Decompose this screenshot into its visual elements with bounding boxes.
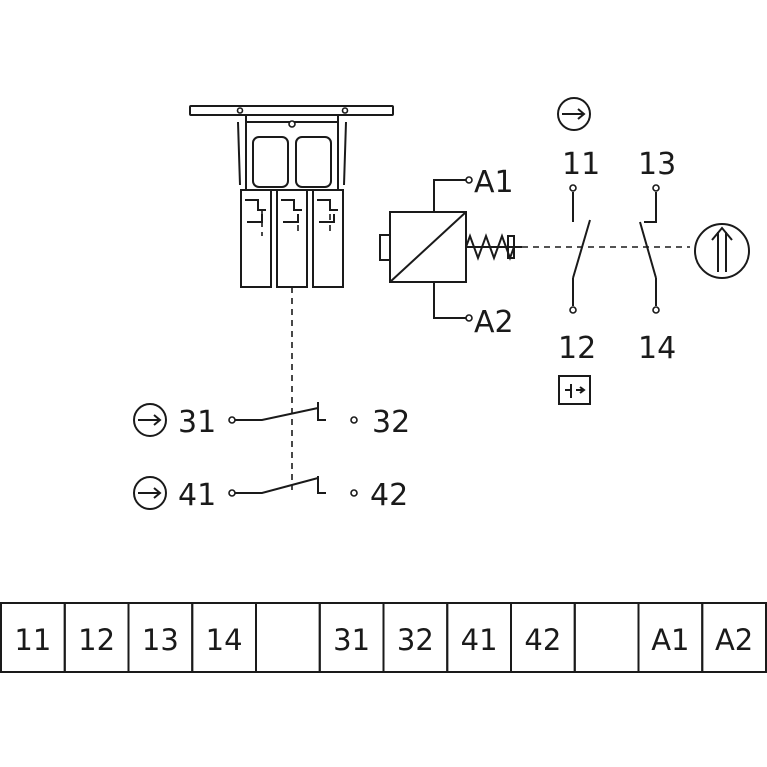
- delay-symbol-icon: [558, 375, 591, 405]
- terminal-label: 41: [461, 623, 498, 657]
- solenoid-coil: [379, 176, 690, 322]
- terminal-strip: 11 12 13 14 31 32 41 42 A1 A2: [0, 602, 767, 673]
- terminal-label: A2: [715, 623, 753, 657]
- label-32: 32: [372, 405, 410, 440]
- label-31: 31: [178, 405, 216, 440]
- terminal-cell: [573, 602, 640, 673]
- label-11: 11: [562, 147, 600, 182]
- label-12: 12: [558, 331, 596, 366]
- label-41: 41: [178, 478, 216, 513]
- terminal-label: 13: [142, 623, 179, 657]
- terminal-label: 31: [333, 623, 370, 657]
- label-13: 13: [638, 147, 676, 182]
- terminal-label: 11: [14, 623, 51, 657]
- label-a2: A2: [474, 305, 514, 340]
- terminal-label: A1: [651, 623, 689, 657]
- aux-contact-31-32: [133, 402, 358, 437]
- label-42: 42: [370, 478, 408, 513]
- switch-body-drawing: [189, 105, 394, 288]
- terminal-label: 32: [397, 623, 434, 657]
- terminal-label: 12: [78, 623, 115, 657]
- nc-contact-11-12: [569, 184, 591, 314]
- open-arrow-icon-top: [557, 97, 591, 131]
- terminal-cell: [255, 602, 321, 673]
- aux-contact-41-42: [133, 476, 358, 510]
- no-contact-13-14: [639, 184, 660, 314]
- label-14: 14: [638, 331, 676, 366]
- label-a1: A1: [474, 165, 514, 200]
- terminal-label: 42: [524, 623, 561, 657]
- terminal-label: 14: [206, 623, 243, 657]
- up-arrow-icon: [694, 223, 750, 279]
- terminal-cell: [701, 602, 767, 673]
